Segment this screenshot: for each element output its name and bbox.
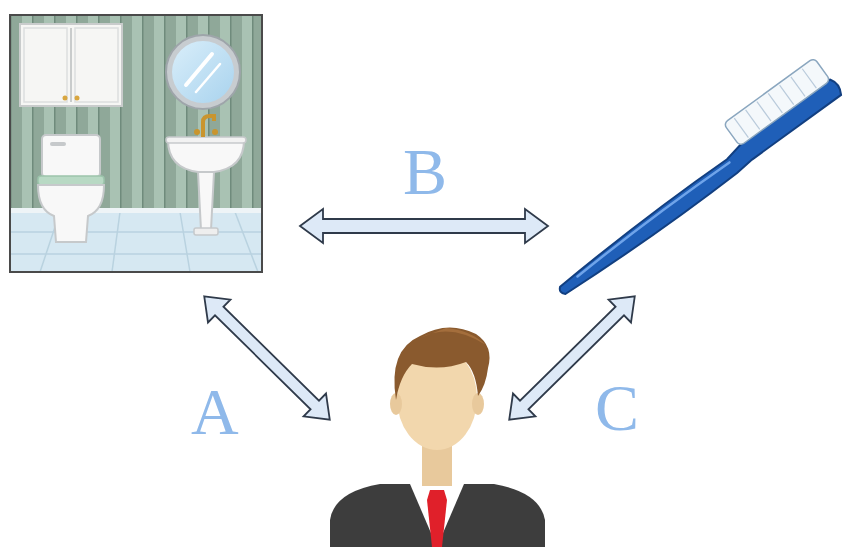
double-arrows bbox=[193, 209, 646, 431]
letter-label: B bbox=[403, 139, 447, 205]
letter-label: C bbox=[595, 375, 639, 441]
tie bbox=[427, 490, 447, 547]
mirror bbox=[166, 35, 240, 109]
picture-frame bbox=[10, 15, 262, 272]
shirt bbox=[410, 484, 464, 547]
toothbrush-picture bbox=[537, 56, 845, 299]
toothbrush-handle bbox=[553, 78, 845, 299]
floor-tiles bbox=[10, 212, 262, 272]
suit bbox=[330, 484, 545, 547]
person-picture bbox=[330, 327, 545, 547]
sink bbox=[166, 116, 246, 235]
wallpaper bbox=[10, 15, 262, 272]
ear bbox=[472, 393, 484, 415]
handle-shine bbox=[575, 162, 731, 277]
bathroom-picture bbox=[10, 15, 262, 272]
bristles bbox=[723, 58, 830, 146]
hair-shine bbox=[420, 328, 486, 345]
hair bbox=[394, 327, 489, 400]
floor bbox=[10, 212, 262, 272]
double-arrow bbox=[300, 209, 548, 243]
toilet bbox=[38, 135, 104, 242]
letter-label: A bbox=[191, 379, 239, 445]
cabinet bbox=[20, 24, 122, 106]
bristle-lines bbox=[734, 69, 816, 138]
